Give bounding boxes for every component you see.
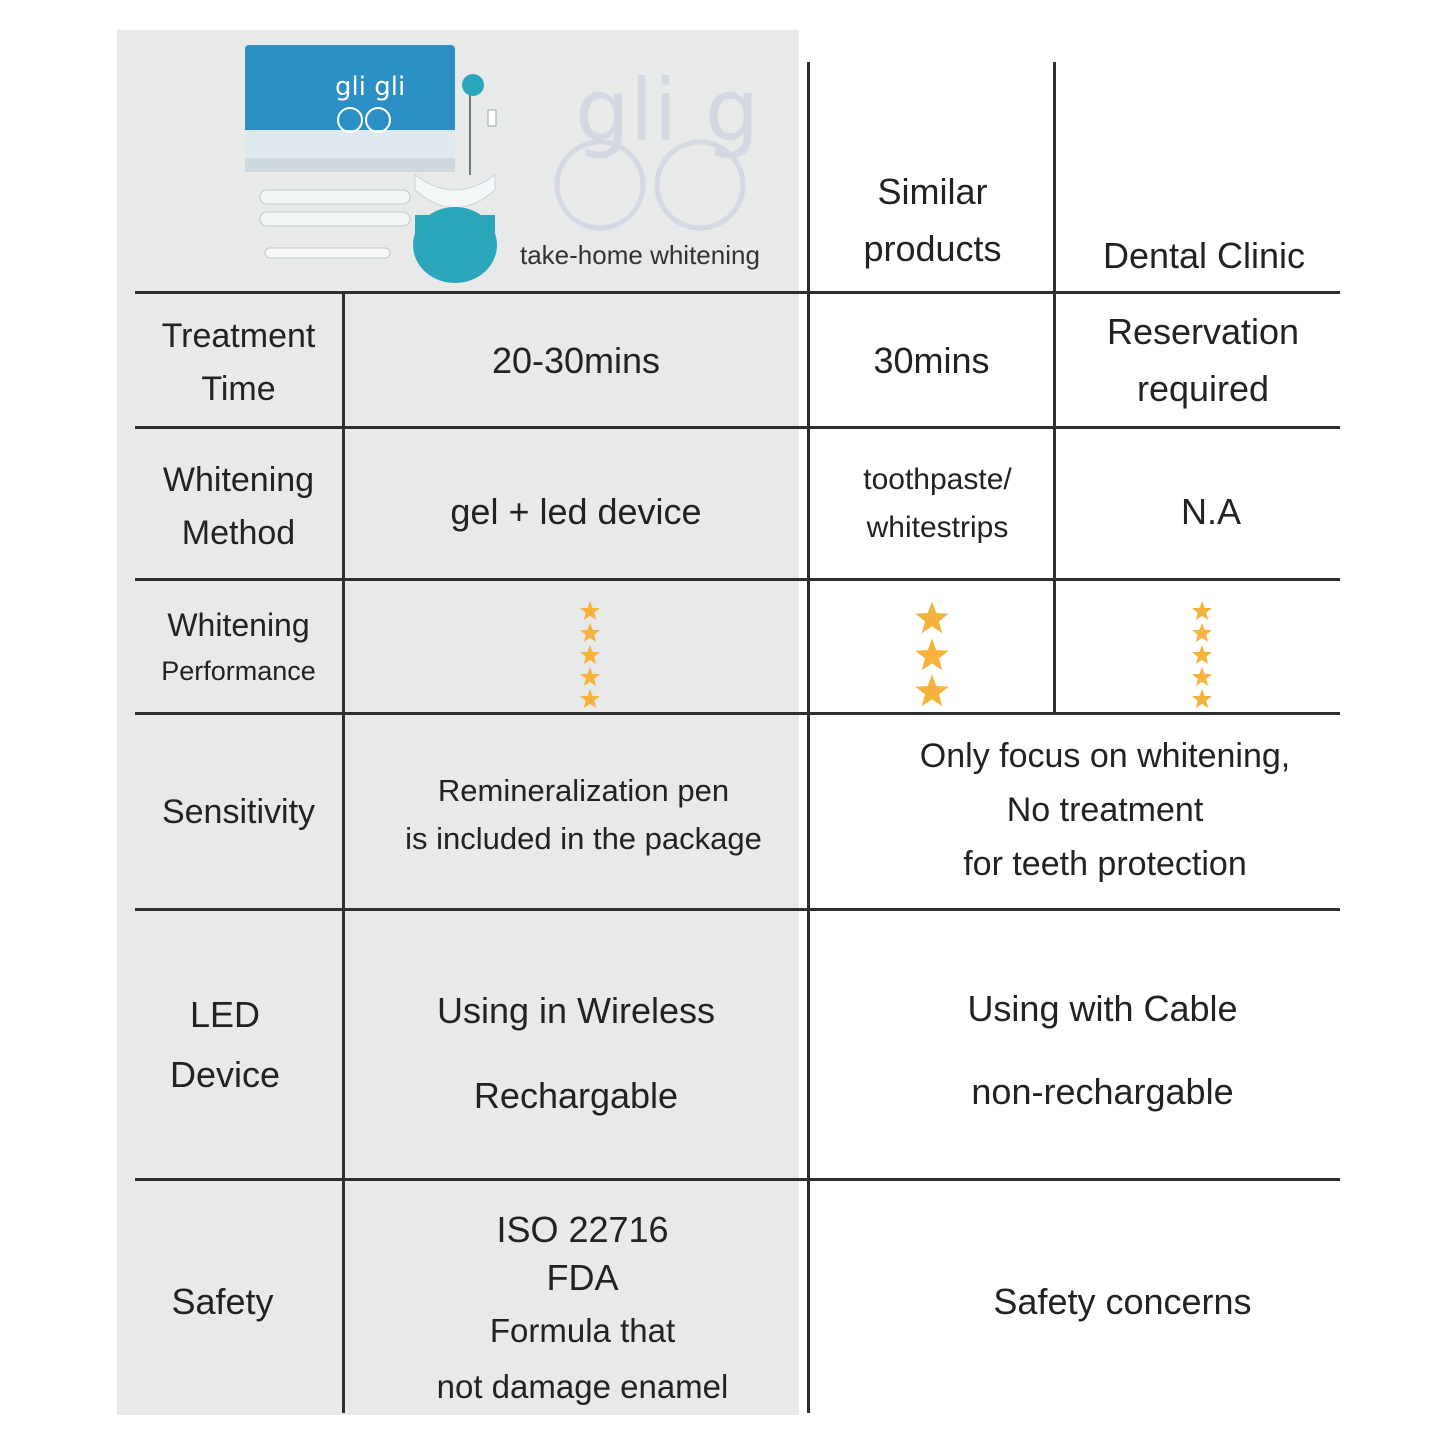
similar-treatment-time: 30mins — [873, 339, 990, 381]
star-icon — [1191, 644, 1213, 664]
row-divider — [135, 291, 1340, 294]
star-icon — [579, 644, 601, 664]
star-icon — [914, 601, 949, 634]
product-whitening-method: gel + led device — [450, 490, 702, 532]
product-safety: ISO 22716 FDA Formula that not damage en… — [436, 1208, 729, 1405]
column-divider — [1053, 62, 1056, 714]
product-star-rating — [345, 600, 835, 710]
label-safety: Safety — [171, 1280, 274, 1322]
svg-text:gli gli: gli gli — [335, 72, 405, 102]
label-whitening-method: Whitening Method — [162, 460, 315, 552]
product-kit-image: gli gli — [245, 45, 497, 283]
svg-text:gli gli: gli gli — [575, 61, 765, 161]
gli-gli-logo: gli gli — [554, 61, 765, 231]
product-sensitivity: Remineralization pen is included in the … — [405, 773, 762, 856]
row-divider — [135, 908, 1340, 911]
others-safety: Safety concerns — [993, 1280, 1252, 1322]
label-led-device: LED Device — [169, 993, 281, 1095]
column-divider — [807, 62, 810, 1413]
star-icon — [579, 600, 601, 620]
clinic-star-rating — [1062, 600, 1342, 710]
header-dental-clinic: Dental Clinic — [1102, 234, 1306, 276]
star-icon — [579, 622, 601, 642]
brand-tagline: take-home whitening — [520, 240, 760, 270]
star-icon — [1191, 622, 1213, 642]
star-icon — [914, 674, 949, 707]
row-divider — [135, 1178, 1340, 1181]
row-divider — [135, 578, 1340, 581]
star-icon — [914, 638, 949, 670]
product-led-device: Using in Wireless Rechargable — [436, 989, 716, 1116]
similar-whitening-method: toothpaste/ whitestrips — [863, 462, 1012, 544]
column-divider — [342, 291, 345, 1413]
clinic-whitening-method: N.A — [1180, 490, 1241, 532]
clinic-treatment-time: Reservation required — [1106, 311, 1300, 409]
star-icon — [1191, 688, 1213, 708]
others-led-device: Using with Cable non-rechargable — [967, 988, 1238, 1112]
row-divider — [135, 426, 1340, 429]
star-icon — [579, 666, 601, 686]
label-whitening-performance: Whitening Performance — [161, 606, 316, 686]
star-icon — [1191, 600, 1213, 620]
product-treatment-time: 20-30mins — [491, 339, 661, 381]
star-icon — [579, 688, 601, 708]
row-divider — [135, 712, 1340, 715]
similar-star-rating — [810, 600, 1053, 710]
others-sensitivity: Only focus on whitening, No treatment fo… — [919, 737, 1291, 883]
header-similar-products: Similar products — [863, 171, 1002, 269]
label-treatment-time: Treatment Time — [161, 317, 316, 408]
star-icon — [1191, 666, 1213, 686]
label-sensitivity: Sensitivity — [161, 792, 316, 831]
